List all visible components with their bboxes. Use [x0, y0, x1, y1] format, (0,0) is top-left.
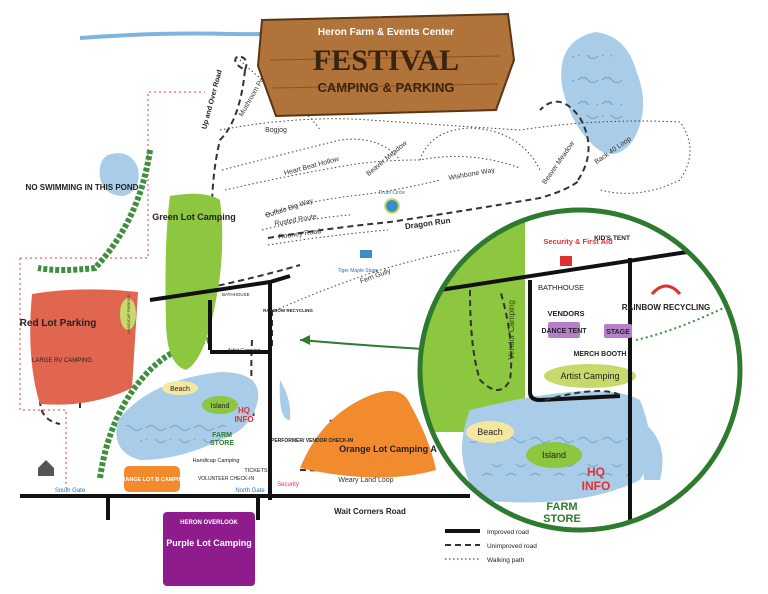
- purple-lot: [163, 512, 255, 586]
- volunteer-label: VOLUNTEER CHECK-IN: [198, 476, 255, 482]
- wait-corners-label: Wait Corners Road: [334, 507, 406, 516]
- store-label: STORE: [210, 440, 234, 447]
- inset-store-label: STORE: [543, 513, 581, 525]
- no-swimming-label: NO SWIMMING IN THIS POND: [26, 183, 139, 192]
- farm-label: FARM: [212, 432, 232, 439]
- orange-lot-b: [124, 466, 180, 492]
- lake: [116, 372, 259, 460]
- inset-dance-tent: [548, 322, 580, 338]
- inset-beach-label: Beach: [477, 427, 503, 437]
- large-rv-label: LARGE RV CAMPING: [32, 358, 92, 364]
- handicap-camping-label: Handicap Camping: [193, 458, 240, 464]
- tickets-label: TICKETS: [244, 468, 268, 474]
- purple-lot-label: Purple Lot Camping: [166, 538, 252, 548]
- inset-zoom: Vendor Camping Beach Island Artist Campi…: [417, 207, 743, 533]
- inset-hq-label: HQ: [587, 465, 605, 479]
- rainbow-icon: [650, 284, 682, 296]
- inset-island-label: Island: [542, 450, 566, 460]
- orange-lot-b-label: ORANGE LOT B CAMPING: [117, 477, 187, 483]
- sign-title: FESTIVAL: [313, 44, 459, 77]
- legend-unimproved: Unimproved road: [487, 543, 537, 550]
- inset-artist-camping: [544, 364, 636, 388]
- vendor-camping-label: Vendor Camping: [507, 300, 516, 360]
- performer-label: PERFORMER/ VENDOR CHECK-IN: [271, 438, 353, 444]
- security-small-label: Security: [277, 482, 299, 488]
- island-label: Island: [211, 403, 230, 410]
- drum-circle-label: Drum Circle: [379, 190, 406, 196]
- artist-camping-small-label: Artist Camping: [228, 348, 261, 354]
- orange-lot-a: [300, 390, 436, 478]
- improved-roads: [20, 274, 470, 520]
- heart-beat-label: Heart Beat Hollow: [283, 156, 340, 178]
- tiger-maple-label: Tiger Maple Stage: [338, 268, 379, 274]
- inset-merch-label: MERCH BOOTH: [574, 351, 627, 358]
- walking-paths: [219, 59, 691, 313]
- handicap-parking: [120, 298, 136, 330]
- inset-beach: [466, 421, 514, 443]
- island: [202, 396, 238, 414]
- orange-lot-a-label: Orange Lot Camping A: [339, 444, 437, 454]
- north-pond: [561, 32, 644, 155]
- inset-vendors-label: VENDORS: [547, 309, 584, 318]
- inset-security-label: Security & First Aid: [543, 237, 613, 246]
- beach: [162, 381, 198, 395]
- tiger-maple-icon: [360, 250, 372, 258]
- beaver-meadow2-label: Beaver Meadow: [541, 140, 576, 186]
- house-icon: [38, 460, 54, 476]
- inset-artist-label: Artist Camping: [560, 371, 619, 381]
- purple-overlook-label: HERON OVERLOOK: [180, 520, 238, 526]
- inset-bathhouse-label: BATHHOUSE: [538, 283, 584, 292]
- inset-stage-label: STAGE: [606, 329, 630, 336]
- sign-title2: CAMPING & PARKING: [318, 80, 455, 95]
- sign-subtitle: Heron Farm & Events Center: [318, 27, 454, 38]
- rooney-label: Rooney Road: [278, 228, 321, 241]
- no-swimming-pond: [99, 153, 139, 196]
- legend-improved: Improved road: [487, 529, 529, 536]
- hq-label: HQ: [238, 406, 250, 415]
- green-lot-label: Green Lot Camping: [152, 212, 236, 222]
- beach-label: Beach: [170, 386, 190, 393]
- title-sign: Heron Farm & Events Center FESTIVAL CAMP…: [256, 12, 516, 118]
- beaver-meadow-label: Beaver Meadow: [365, 139, 409, 177]
- north-gate-label: North Gate: [235, 488, 265, 494]
- inset-kids-tent-label: KID'S TENT: [594, 235, 630, 242]
- bogjog-label: Bogjog: [265, 127, 287, 134]
- legend: Improved road Unimproved road Walking pa…: [445, 529, 537, 564]
- red-lot-label: Red Lot Parking: [20, 318, 97, 329]
- inset-rainbow-label: RAINBOW RECYCLING: [622, 303, 710, 312]
- up-over-label: Up and Over Road: [201, 69, 224, 130]
- south-gate-label: South Gate: [55, 488, 86, 494]
- rusted-label: Rusted Route: [274, 213, 317, 227]
- inset-dance-tent-label: DANCE TENT: [541, 328, 587, 335]
- inset-island: [526, 442, 582, 468]
- info-label: INFO: [234, 415, 253, 424]
- rainbow-small-label: RAINBOW RECYCLING: [263, 308, 313, 313]
- inset-farm-label: FARM: [546, 501, 577, 513]
- tree-line-left: [37, 149, 153, 273]
- drum-circle-icon: [384, 198, 400, 214]
- handicap-parking-label: HANDICAP PARKING: [126, 294, 131, 333]
- wishbone-label: Wishbone Way: [448, 167, 496, 182]
- red-lot: [30, 289, 139, 405]
- inset-stage: [604, 324, 632, 338]
- bathhouse-small-label: BATHHOUSE: [222, 292, 250, 297]
- weary-label: Weary Land Loop: [338, 477, 393, 484]
- legend-walking: Walking path: [487, 557, 525, 564]
- inset-info-label: INFO: [582, 479, 611, 493]
